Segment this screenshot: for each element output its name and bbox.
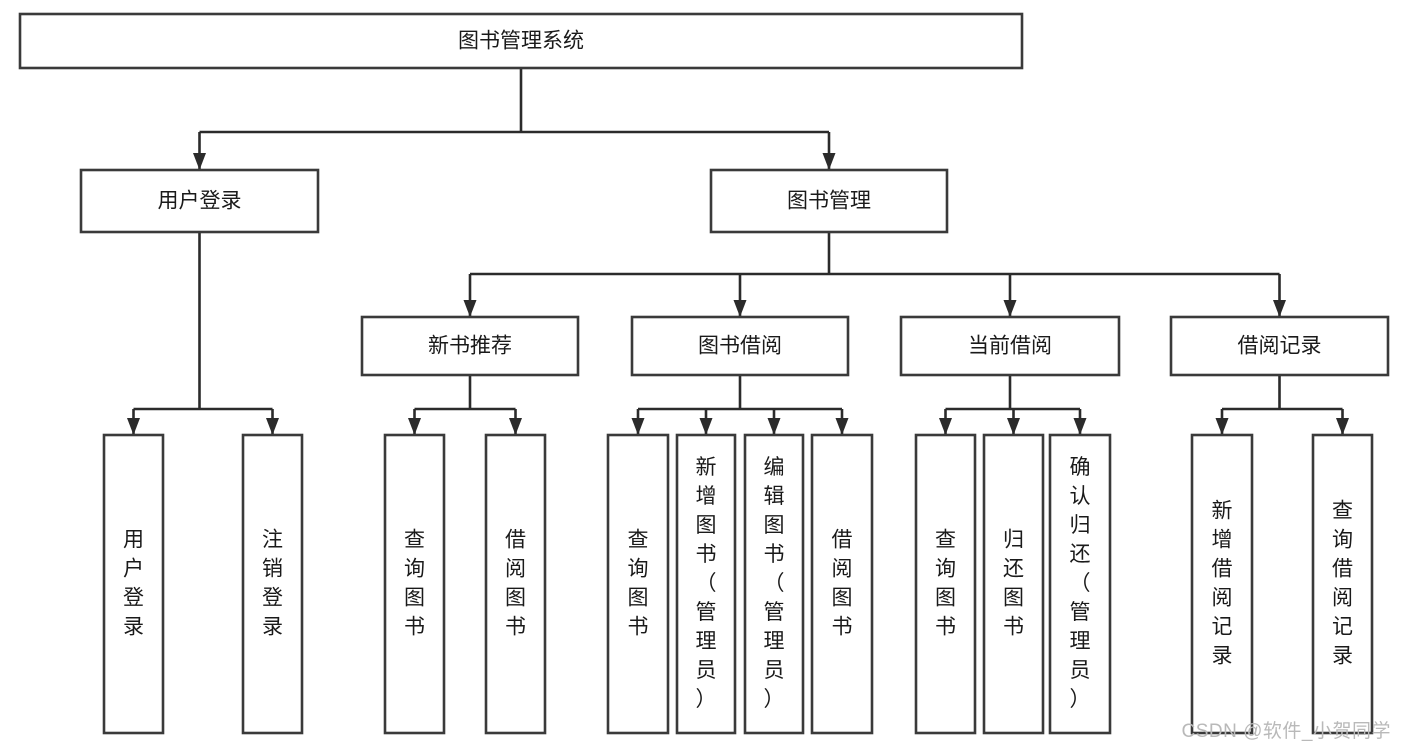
node-label-leaf-borrow-book-recommend: 借阅图书: [505, 528, 526, 638]
node-label-new-book-recommend: 新书推荐: [428, 335, 512, 358]
arrow-head-icon: [463, 300, 477, 317]
node-box-root[interactable]: [18, 12, 1024, 70]
arrow-head-icon: [699, 418, 713, 435]
arrow-head-icon: [767, 418, 781, 435]
node-leaf-borrow-book-recommend[interactable]: 借阅图书: [484, 433, 547, 735]
node-box-user-login[interactable]: [79, 168, 320, 234]
arrow-head-icon: [1003, 300, 1017, 317]
node-user-login[interactable]: 用户登录: [79, 168, 320, 234]
node-leaf-return-book[interactable]: 归还图书: [982, 433, 1045, 735]
nodes-layer: 图书管理系统用户登录图书管理新书推荐图书借阅当前借阅借阅记录用户登录注销登录查询…: [18, 12, 1390, 735]
node-leaf-query-book-current[interactable]: 查询图书: [914, 433, 977, 735]
node-label-leaf-confirm-return: 确认归还（管理员）: [1070, 456, 1091, 711]
node-label-root: 图书管理系统: [458, 30, 584, 53]
node-leaf-user-login[interactable]: 用户登录: [102, 433, 165, 735]
arrow-head-icon: [127, 418, 140, 435]
node-label-leaf-user-login: 用户登录: [123, 528, 144, 638]
node-box-book-management[interactable]: [709, 168, 949, 234]
arrow-head-icon: [1336, 418, 1349, 435]
node-box-leaf-borrow-book-recommend[interactable]: [484, 433, 547, 735]
node-label-leaf-borrow-book: 借阅图书: [832, 528, 853, 638]
arrow-head-icon: [509, 418, 522, 435]
node-box-book-borrow[interactable]: [630, 315, 850, 377]
node-leaf-borrow-book[interactable]: 借阅图书: [810, 433, 874, 735]
node-box-leaf-query-book-current[interactable]: [914, 433, 977, 735]
node-box-borrow-record[interactable]: [1169, 315, 1390, 377]
arrow-head-icon: [1215, 418, 1229, 435]
arrow-head-icon: [939, 418, 952, 435]
arrow-head-icon: [835, 418, 849, 435]
node-label-user-login: 用户登录: [158, 190, 242, 213]
arrow-head-icon: [1007, 418, 1020, 435]
node-label-leaf-query-book-borrow: 查询图书: [628, 528, 649, 638]
node-box-leaf-confirm-return[interactable]: [1048, 433, 1112, 735]
node-leaf-confirm-return[interactable]: 确认归还（管理员）: [1048, 433, 1112, 735]
node-book-management[interactable]: 图书管理: [709, 168, 949, 234]
node-label-leaf-add-borrow-record: 新增借阅记录: [1212, 499, 1233, 667]
arrow-head-icon: [822, 153, 836, 170]
node-box-leaf-logout[interactable]: [241, 433, 304, 735]
node-box-leaf-query-book-borrow[interactable]: [606, 433, 670, 735]
node-box-new-book-recommend[interactable]: [360, 315, 580, 377]
node-leaf-query-book-borrow[interactable]: 查询图书: [606, 433, 670, 735]
node-box-leaf-edit-book[interactable]: [743, 433, 805, 735]
node-leaf-add-borrow-record[interactable]: 新增借阅记录: [1190, 433, 1254, 735]
node-box-leaf-query-borrow-record[interactable]: [1311, 433, 1374, 735]
node-label-leaf-query-book-current: 查询图书: [935, 528, 956, 638]
node-label-current-borrow: 当前借阅: [968, 335, 1052, 358]
node-leaf-logout[interactable]: 注销登录: [241, 433, 304, 735]
node-leaf-add-book[interactable]: 新增图书（管理员）: [675, 433, 737, 735]
node-label-leaf-query-book-recommend: 查询图书: [404, 528, 425, 638]
arrow-head-icon: [631, 418, 645, 435]
node-label-book-borrow: 图书借阅: [698, 335, 782, 358]
connectors-layer: [127, 68, 1349, 435]
node-current-borrow[interactable]: 当前借阅: [899, 315, 1121, 377]
arrow-head-icon: [1273, 300, 1286, 317]
arrow-head-icon: [193, 153, 206, 170]
node-box-leaf-borrow-book[interactable]: [810, 433, 874, 735]
node-leaf-query-borrow-record[interactable]: 查询借阅记录: [1311, 433, 1374, 735]
arrow-head-icon: [408, 418, 421, 435]
node-label-leaf-edit-book: 编辑图书（管理员）: [764, 456, 785, 711]
arrow-head-icon: [266, 418, 279, 435]
node-box-leaf-add-book[interactable]: [675, 433, 737, 735]
node-root[interactable]: 图书管理系统: [18, 12, 1024, 70]
node-label-book-management: 图书管理: [787, 190, 871, 213]
node-box-leaf-query-book-recommend[interactable]: [383, 433, 446, 735]
node-box-leaf-return-book[interactable]: [982, 433, 1045, 735]
node-leaf-edit-book[interactable]: 编辑图书（管理员）: [743, 433, 805, 735]
node-leaf-query-book-recommend[interactable]: 查询图书: [383, 433, 446, 735]
node-box-leaf-user-login[interactable]: [102, 433, 165, 735]
node-label-leaf-logout: 注销登录: [262, 528, 283, 638]
node-label-leaf-return-book: 归还图书: [1003, 528, 1024, 638]
node-borrow-record[interactable]: 借阅记录: [1169, 315, 1390, 377]
arrow-head-icon: [733, 300, 747, 317]
node-label-leaf-query-borrow-record: 查询借阅记录: [1332, 499, 1353, 667]
node-box-leaf-add-borrow-record[interactable]: [1190, 433, 1254, 735]
node-new-book-recommend[interactable]: 新书推荐: [360, 315, 580, 377]
arrow-head-icon: [1073, 418, 1087, 435]
node-label-leaf-add-book: 新增图书（管理员）: [696, 456, 717, 711]
node-label-borrow-record: 借阅记录: [1238, 335, 1322, 358]
node-book-borrow[interactable]: 图书借阅: [630, 315, 850, 377]
node-box-current-borrow[interactable]: [899, 315, 1121, 377]
